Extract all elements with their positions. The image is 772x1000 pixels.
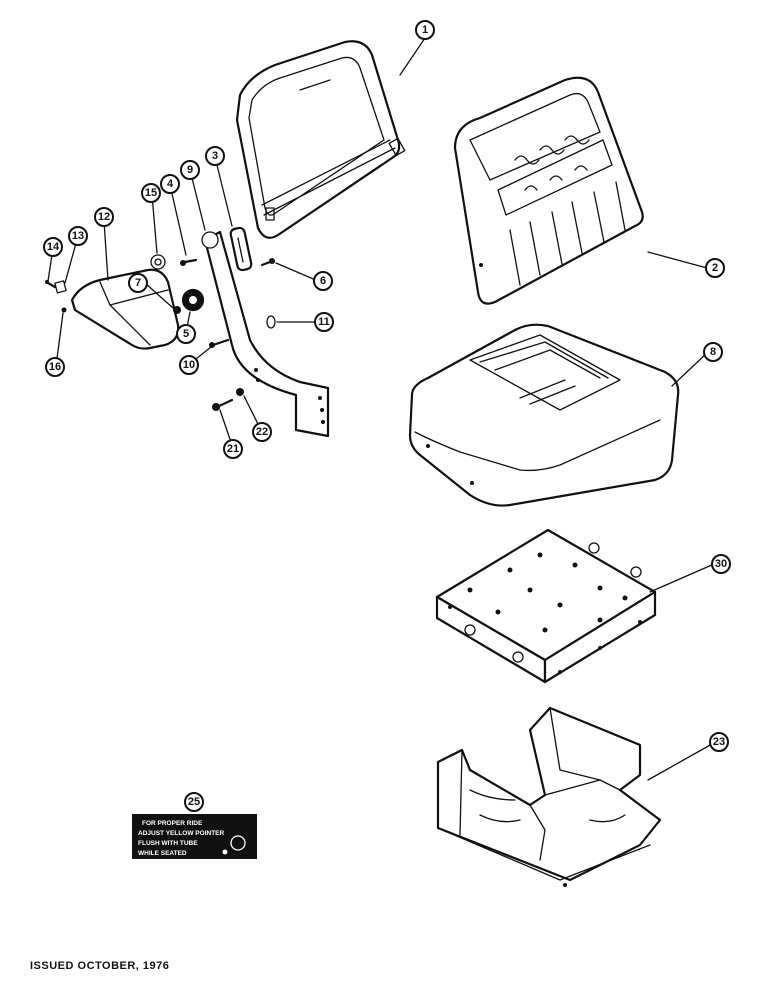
callout-14: 14: [43, 237, 63, 257]
seat-boot: [436, 706, 662, 887]
callout-23-label: 23: [713, 736, 725, 748]
leader-lines: [47, 37, 715, 781]
callout-5: 5: [176, 324, 196, 344]
callout-8-label: 8: [710, 346, 716, 358]
armrest-bracket: [201, 230, 330, 438]
callout-23: 23: [709, 732, 729, 752]
callout-16: 16: [45, 357, 65, 377]
callout-21-label: 21: [227, 443, 239, 455]
callout-7-label: 7: [135, 277, 141, 289]
slotted-plate: [229, 226, 253, 272]
callout-11: 11: [314, 312, 334, 332]
callout-4: 4: [160, 174, 180, 194]
callout-2: 2: [705, 258, 725, 278]
callout-15: 15: [141, 183, 161, 203]
callout-6: 6: [313, 271, 333, 291]
callout-1: 1: [415, 20, 435, 40]
seat-cushion: [408, 323, 680, 507]
seat-back-cushion: [453, 76, 644, 305]
callout-5-label: 5: [183, 328, 189, 340]
seat-back-frame: [235, 40, 406, 239]
callout-9-label: 9: [187, 164, 193, 176]
callout-25: 25: [184, 792, 204, 812]
callout-25-label: 25: [188, 796, 200, 808]
callout-30-label: 30: [715, 558, 727, 570]
callout-10-label: 10: [183, 359, 195, 371]
callout-14-label: 14: [47, 241, 60, 253]
callout-13: 13: [68, 226, 88, 246]
decal-line-1: FOR PROPER RIDE: [142, 820, 203, 827]
callout-22: 22: [252, 422, 272, 442]
callout-21: 21: [223, 439, 243, 459]
callout-15-label: 15: [145, 187, 157, 199]
callout-7: 7: [128, 273, 148, 293]
callout-10: 10: [179, 355, 199, 375]
callout-1-label: 1: [422, 24, 428, 36]
callout-3: 3: [205, 146, 225, 166]
callout-16-label: 16: [49, 361, 61, 373]
callout-13-label: 13: [72, 230, 84, 242]
callout-4-label: 4: [167, 178, 174, 190]
armrest-pad: [70, 268, 180, 350]
callout-12-label: 12: [98, 211, 110, 223]
issued-date: ISSUED OCTOBER, 1976: [30, 960, 170, 972]
callout-6-label: 6: [320, 275, 326, 287]
callout-9: 9: [180, 160, 200, 180]
callout-2-label: 2: [712, 262, 718, 274]
callout-22-label: 22: [256, 426, 268, 438]
decal-line-2: ADJUST YELLOW POINTER: [138, 830, 224, 837]
suspension-plate: [435, 528, 657, 684]
ride-adjust-decal: FOR PROPER RIDE ADJUST YELLOW POINTER FL…: [132, 814, 257, 859]
callout-12: 12: [94, 207, 114, 227]
adjust-knob: [181, 288, 205, 312]
hardware: [45, 254, 276, 411]
callout-30: 30: [711, 554, 731, 574]
callout-11-label: 11: [318, 316, 330, 328]
decal-line-4: WHILE SEATED: [138, 850, 187, 857]
decal-line-3: FLUSH WITH TUBE: [138, 840, 198, 847]
callout-3-label: 3: [212, 150, 218, 162]
callout-8: 8: [703, 342, 723, 362]
